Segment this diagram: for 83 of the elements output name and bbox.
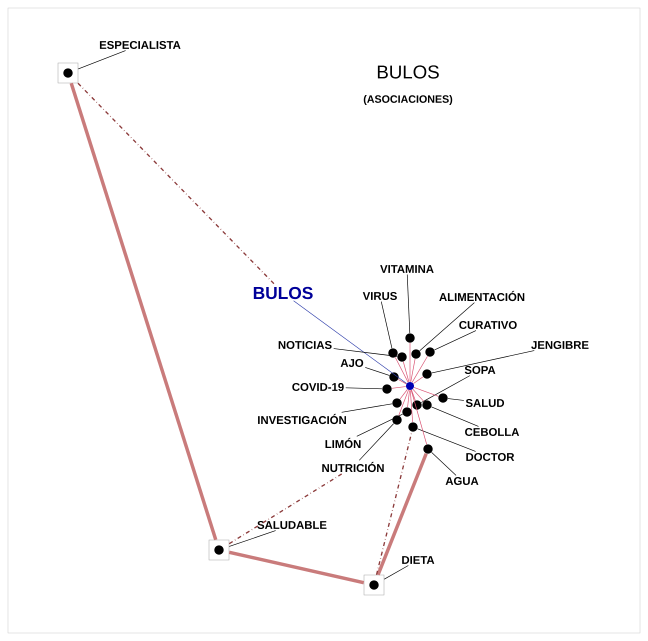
leader-line <box>431 406 479 427</box>
centre-label: BULOS <box>254 286 313 300</box>
term-dot <box>408 422 418 432</box>
term-dot <box>388 348 398 358</box>
term-label: ESPECIALISTA <box>100 40 181 49</box>
leader-line <box>364 367 390 376</box>
term-label: SOPA <box>464 366 496 374</box>
leader-line <box>448 398 464 401</box>
term-dot <box>411 349 421 359</box>
leader-line <box>341 403 392 413</box>
edge-line <box>400 389 408 400</box>
leader-line <box>406 274 410 334</box>
edge-line <box>410 390 427 445</box>
edge-line <box>394 357 408 383</box>
edge-line <box>70 82 218 540</box>
edge-line <box>392 386 406 389</box>
term-dot <box>422 400 432 410</box>
leader-line <box>421 375 470 403</box>
leader-line <box>432 350 535 374</box>
term-dot <box>402 407 412 417</box>
leader-line <box>228 530 276 547</box>
term-label: VITAMINA <box>380 265 434 273</box>
term-dot <box>382 384 392 394</box>
edge-line <box>412 356 428 383</box>
term-label: AGUA <box>446 477 478 485</box>
edge-line <box>410 390 413 422</box>
leader-line <box>358 423 394 461</box>
term-label: LIMÓN <box>326 438 360 448</box>
edge-line <box>376 432 412 575</box>
edge-line <box>412 388 424 402</box>
edge-line <box>398 379 407 384</box>
boxed-dot <box>364 574 384 596</box>
term-dot <box>423 444 433 454</box>
term-label: NUTRICIÓN <box>322 462 384 472</box>
leader-line <box>417 428 476 452</box>
term-dot <box>397 352 407 362</box>
term-label: ALIMENTACIÓN <box>439 290 524 302</box>
leader-line <box>419 302 475 352</box>
term-label: DIETA <box>402 556 434 564</box>
term-label: SALUD <box>466 399 504 407</box>
leader-line <box>431 452 456 476</box>
leader-line <box>380 301 392 349</box>
leader-line <box>434 330 476 350</box>
term-dot <box>425 347 435 357</box>
edge-line <box>413 376 424 384</box>
edge-line <box>78 82 276 286</box>
leader-line <box>78 50 126 70</box>
edge-line <box>228 473 343 544</box>
leader-line <box>356 414 403 437</box>
term-dot <box>405 333 415 343</box>
title: BULOS <box>378 65 439 79</box>
term-label: JENGIBRE <box>531 341 589 349</box>
edge-line <box>376 452 428 576</box>
edge-line <box>403 361 410 382</box>
term-dot <box>438 393 448 403</box>
edge-line <box>410 358 416 382</box>
term-dot <box>422 369 432 379</box>
term-label: COVID-19 <box>292 383 344 391</box>
subtitle: (ASOCIACIONES) <box>364 95 452 105</box>
term-label: SALUDABLE <box>257 521 326 529</box>
term-dot <box>406 382 414 390</box>
term-label: INVESTIGACIÓN <box>258 414 346 424</box>
term-dot <box>389 372 399 382</box>
term-label: CEBOLLA <box>465 428 520 436</box>
edge-line <box>407 390 410 408</box>
edge-line <box>228 550 364 584</box>
term-label: NOTICIAS <box>278 341 332 349</box>
edge-line <box>414 387 439 397</box>
edge-line <box>411 390 416 401</box>
term-label: CURATIVO <box>459 321 517 329</box>
term-dot <box>412 400 422 410</box>
term-label: DOCTOR <box>466 453 514 461</box>
leader-line <box>345 387 382 390</box>
term-label: AJO <box>340 359 364 367</box>
leader-line <box>384 565 409 580</box>
term-label: VIRUS <box>362 292 397 300</box>
boxed-dot <box>58 62 78 84</box>
leader-line <box>293 300 407 384</box>
boxed-dot <box>208 540 230 560</box>
term-dot <box>392 398 402 408</box>
leader-line <box>333 348 398 357</box>
edge-line <box>398 390 409 416</box>
term-dot <box>392 415 402 425</box>
